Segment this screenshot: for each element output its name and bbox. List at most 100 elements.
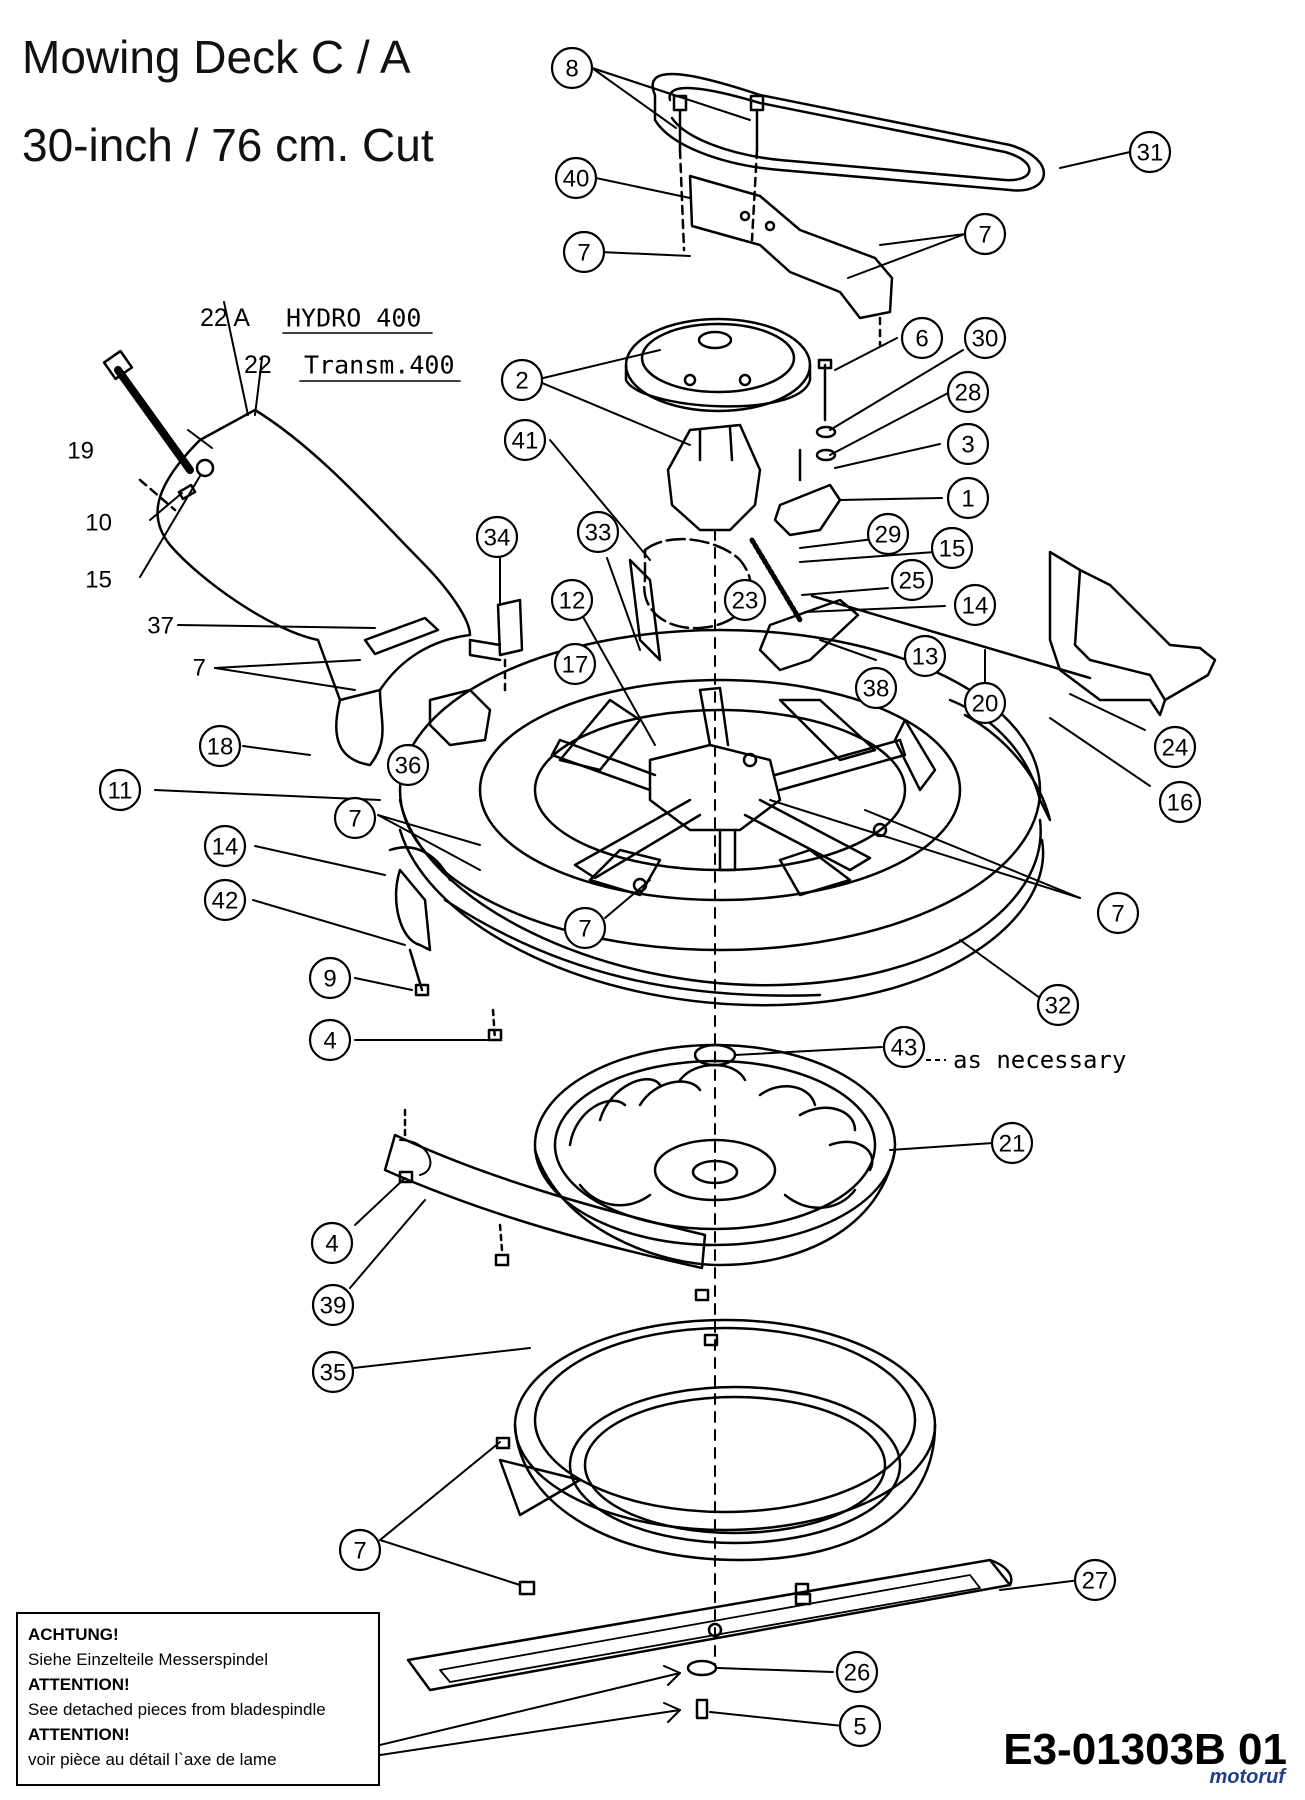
- callout-9-circle: [308, 956, 352, 1000]
- callout-7e: 7: [578, 916, 591, 943]
- washer-bolt-drawing: [686, 1659, 718, 1720]
- callout-8: 8: [565, 56, 578, 83]
- mower-deck-drawing: [388, 628, 1052, 1007]
- callout-4a-circle: [308, 1018, 352, 1062]
- callout-4b-circle: [310, 1221, 354, 1265]
- bracket-plate-drawing: [688, 174, 894, 347]
- callout-4a: 4: [323, 1028, 336, 1055]
- callout-39-circle: [311, 1283, 355, 1327]
- deck-bolts-drawing: [408, 752, 888, 1042]
- clip-37-drawing: [363, 616, 440, 656]
- callout-25-circle: [890, 558, 934, 602]
- callout-20-circle: [963, 681, 1007, 725]
- diagram-subtitle: 30-inch / 76 cm. Cut: [22, 119, 434, 171]
- callout-26: 26: [844, 1660, 871, 1687]
- spindle-housing-drawing: [666, 423, 762, 1666]
- callout-3: 3: [961, 432, 974, 459]
- callout-42: 42: [212, 888, 239, 915]
- callout-23: 23: [732, 588, 759, 615]
- callout-18-circle: [198, 724, 242, 768]
- callout-29: 29: [875, 522, 902, 549]
- notice-de-body: Siehe Einzelteile Messerspindel: [28, 1650, 269, 1669]
- label-37: 37: [147, 613, 174, 640]
- callout-14b-circle: [953, 583, 997, 627]
- callout-41: 41: [512, 428, 539, 455]
- label-10: 10: [85, 510, 112, 537]
- pulley-drawing: [624, 317, 812, 413]
- callout-28: 28: [955, 380, 982, 407]
- callout-21-circle: [990, 1121, 1034, 1165]
- callout-32-circle: [1036, 983, 1080, 1027]
- callout-29-circle: [866, 512, 910, 556]
- callout-7b: 7: [978, 222, 991, 249]
- callout-32: 32: [1045, 993, 1072, 1020]
- variant-22a-number: 22 A: [200, 304, 250, 332]
- v-belt-drawing: [651, 72, 1045, 192]
- callout-5: 5: [853, 1714, 866, 1741]
- notice-arrows: [379, 1665, 681, 1756]
- handle-rod-drawing: [102, 349, 215, 512]
- watermark-logo: motoruf: [1209, 1766, 1285, 1788]
- callout-17-circle: [553, 642, 597, 686]
- right-bracket-drawing: [1048, 550, 1217, 717]
- callout-16-circle: [1158, 780, 1202, 824]
- variant-22-name: Transm.400: [304, 351, 455, 380]
- variant-22-number: 22: [244, 351, 272, 379]
- callout-33: 33: [585, 520, 612, 547]
- callout-6-circle: [900, 316, 944, 360]
- drawing-code: E3-01303B 01: [1003, 1725, 1287, 1774]
- callout-38: 38: [863, 676, 890, 703]
- callout-12-circle: [550, 578, 594, 622]
- discharge-shield-drawing: [156, 408, 472, 767]
- callout-40: 40: [563, 166, 590, 193]
- label-15: 15: [85, 567, 112, 594]
- callout-9: 9: [323, 966, 336, 993]
- callout-28-circle: [946, 370, 990, 414]
- callout-35: 35: [320, 1360, 347, 1387]
- strap-39-drawing: [383, 1108, 710, 1302]
- skirt-ring-drawing: [495, 1318, 937, 1596]
- attention-notice-box: ACHTUNG! Siehe Einzelteile Messerspindel…: [16, 1612, 380, 1786]
- callout-8-circle: [550, 46, 594, 90]
- blade-drawing: [406, 1558, 1013, 1692]
- callout-27: 27: [1082, 1568, 1109, 1595]
- callout-26-circle: [835, 1650, 879, 1694]
- callout-24: 24: [1162, 735, 1189, 762]
- callout-1: 1: [961, 486, 974, 513]
- callout-2: 2: [515, 368, 528, 395]
- callout-2-circle: [500, 358, 544, 402]
- callout-3-circle: [946, 422, 990, 466]
- callout-38-circle: [854, 666, 898, 710]
- callout-6: 6: [915, 326, 928, 353]
- callout-30: 30: [972, 326, 999, 353]
- callout-7a: 7: [577, 240, 590, 267]
- callout-20: 20: [972, 691, 999, 718]
- callout-27-circle: [1073, 1558, 1117, 1602]
- callout-7d-circle: [1096, 891, 1140, 935]
- callout-34: 34: [484, 525, 511, 552]
- callout-7b-circle: [963, 212, 1007, 256]
- callout-13-circle: [903, 634, 947, 678]
- notice-fr-heading: ATTENTION!: [28, 1725, 130, 1744]
- callout-43-circle: [882, 1025, 926, 1069]
- callout-36: 36: [395, 753, 422, 780]
- callout-7c-circle: [333, 796, 377, 840]
- callout-24-circle: [1153, 725, 1197, 769]
- note-as-necessary: as necessary: [953, 1046, 1126, 1074]
- callout-16: 16: [1167, 790, 1194, 817]
- callout-12: 12: [559, 588, 586, 615]
- callout-31: 31: [1137, 140, 1164, 167]
- callout-23-circle: [723, 578, 767, 622]
- callout-36-circle: [386, 743, 430, 787]
- callout-39: 39: [320, 1293, 347, 1320]
- callout-33-circle: [576, 510, 620, 554]
- callout-13: 13: [912, 644, 939, 671]
- callout-14a-circle: [203, 824, 247, 868]
- diagram-title: Mowing Deck C / A: [22, 31, 411, 83]
- fan-drawing: [533, 1043, 897, 1267]
- callout-11-circle: [98, 768, 142, 812]
- variant-underlines: [282, 332, 461, 382]
- callout-14b: 14: [962, 593, 989, 620]
- callout-1-circle: [946, 476, 990, 520]
